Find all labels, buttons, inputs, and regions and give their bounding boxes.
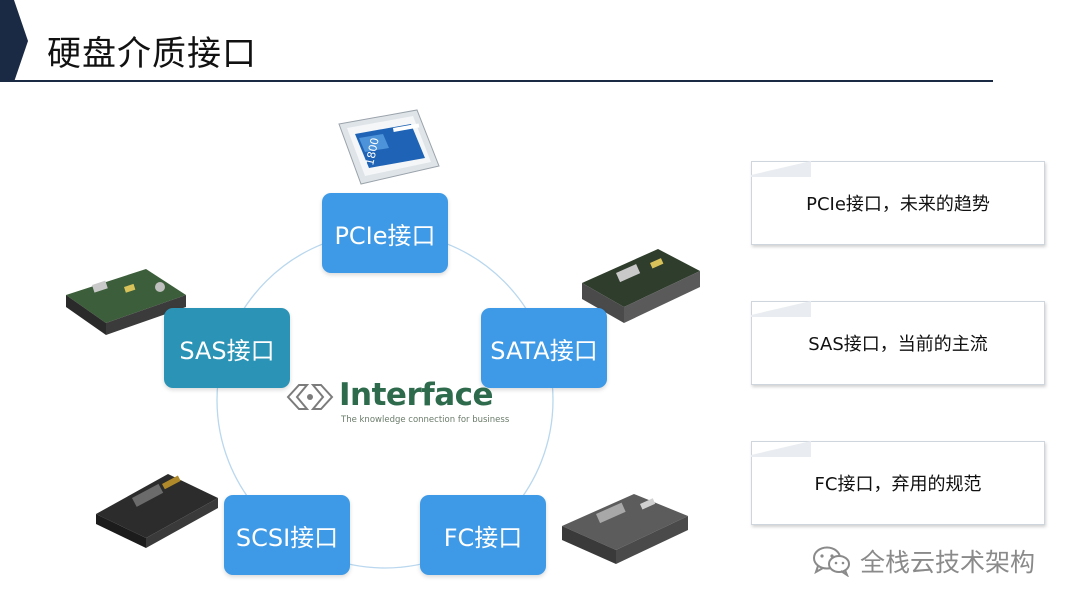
ssd-label: 1800 (363, 137, 382, 167)
callout-sas-text: SAS接口，当前的主流 (808, 334, 988, 355)
node-sata-label: SATA接口 (490, 336, 598, 365)
callout-corner-icon (751, 161, 811, 177)
callout-pcie-text: PCIe接口，未来的趋势 (806, 194, 990, 215)
title-divider (0, 80, 993, 82)
watermark-text: 全栈云技术架构 (860, 548, 1036, 577)
node-scsi: SCSI接口 (224, 495, 350, 575)
callout-fc: FC接口，弃用的规范 (751, 441, 1045, 525)
page-title: 硬盘介质接口 (47, 34, 257, 74)
callout-corner-icon (751, 441, 811, 457)
node-fc-label: FC接口 (443, 523, 523, 552)
callout-sas: SAS接口，当前的主流 (751, 301, 1045, 385)
node-sata: SATA接口 (481, 308, 607, 388)
slide-header: 硬盘介质接口 (0, 0, 1080, 90)
logo-wordmark: Interface (339, 377, 494, 413)
sata-drive-image (582, 249, 700, 323)
scsi-drive-image (96, 474, 218, 548)
node-fc: FC接口 (420, 495, 546, 575)
logo-tagline: The knowledge connection for business (341, 415, 510, 425)
node-pcie-label: PCIe接口 (334, 221, 436, 250)
title-chevron-icon (0, 0, 28, 82)
node-sas-label: SAS接口 (179, 336, 275, 365)
fc-drive-image (562, 494, 688, 564)
sas-drive-image (66, 269, 186, 335)
callout-fc-text: FC接口，弃用的规范 (814, 474, 982, 495)
node-sas: SAS接口 (164, 308, 290, 388)
interface-logo: Interface The knowledge connection for b… (284, 377, 509, 429)
node-pcie: PCIe接口 (322, 193, 448, 273)
node-scsi-label: SCSI接口 (235, 523, 339, 552)
wechat-icon (813, 546, 850, 577)
interface-logo-icon (286, 384, 334, 410)
callout-corner-icon (751, 301, 811, 317)
watermark: 全栈云技术架构 (812, 543, 1035, 579)
ssd-drive-image: 1800 (338, 109, 440, 185)
callout-pcie: PCIe接口，未来的趋势 (751, 161, 1045, 245)
